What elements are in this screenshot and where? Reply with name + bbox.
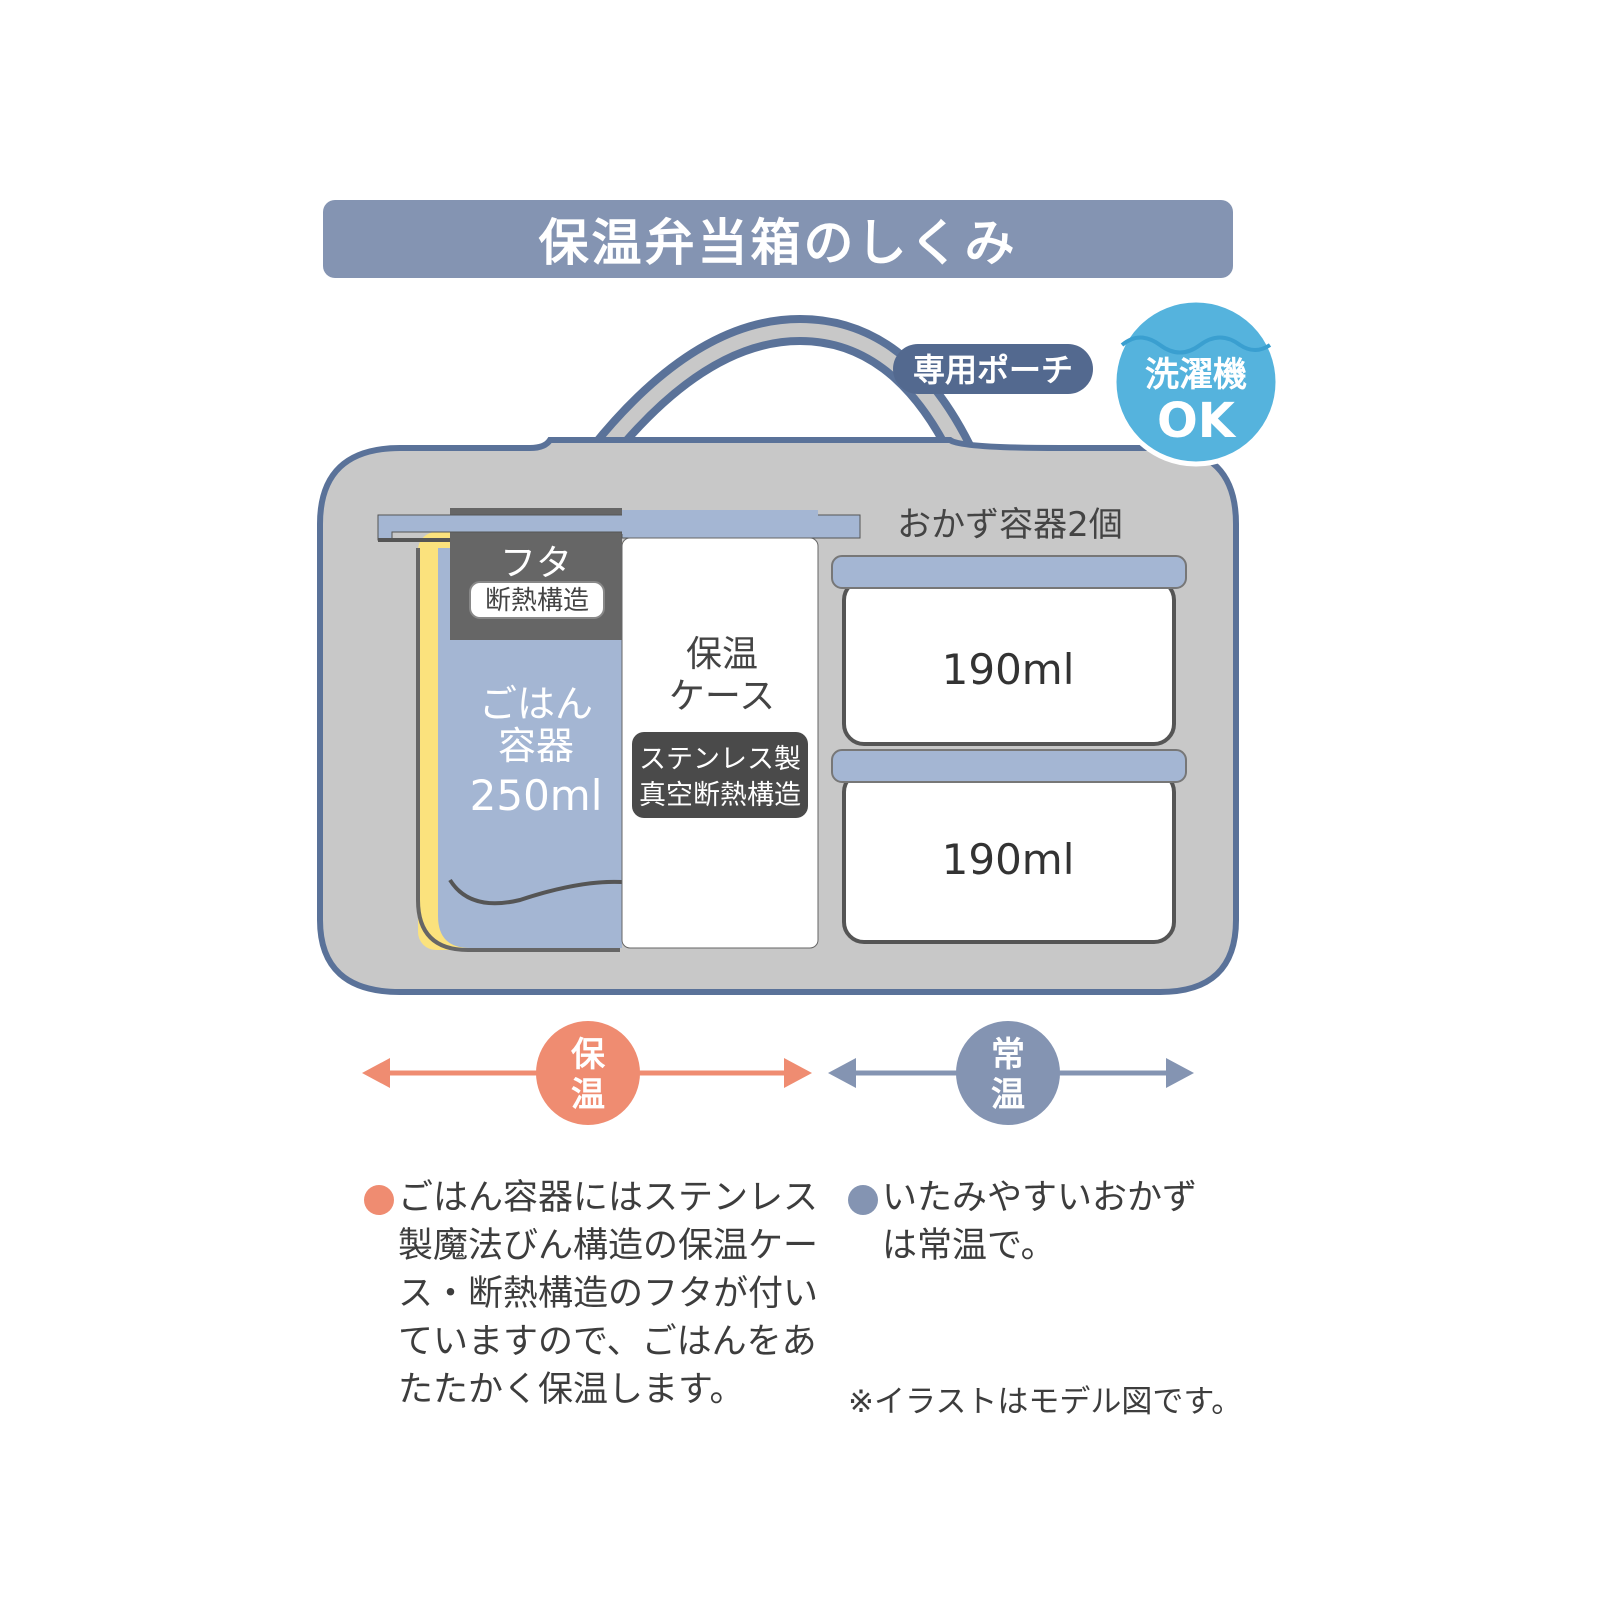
warm-marker-char2: 温 <box>571 1075 605 1115</box>
lid-badge: 断熱構造 <box>485 586 589 616</box>
warm-note-line: たたかく保温します。 <box>398 1370 745 1410</box>
warm-note-line: ていますので、ごはんをあ <box>398 1322 817 1362</box>
insulated-case-lid <box>622 510 818 534</box>
case-line1: 保温 <box>686 634 758 675</box>
pouch-label-tag <box>893 344 1093 394</box>
case-badge-line1: ステンレス製 <box>639 744 801 775</box>
washer-ok-badge: 洗濯機 OK <box>1111 297 1281 467</box>
warm-marker-char1: 保 <box>571 1035 606 1075</box>
warm-note-line: ス・断熱構造のフタが付い <box>398 1274 819 1314</box>
room-marker-char2: 温 <box>991 1075 1025 1115</box>
lid-badge-box <box>469 581 605 619</box>
warm-note-line: 製魔法びん構造の保温ケー <box>398 1226 819 1266</box>
side-dish-containers <box>831 555 1187 944</box>
room-note-line: いたみやすいおかず <box>882 1178 1198 1218</box>
page-title: 保温弁当箱のしくみ <box>538 214 1018 272</box>
rice-container-bottom-line <box>448 878 623 906</box>
rice-container-line2: 容器 <box>498 724 574 768</box>
room-note: いたみやすいおかず は常温で。 <box>848 1174 1268 1270</box>
side-dish-top-capacity: 190ml <box>942 645 1075 694</box>
title-banner: 保温弁当箱のしくみ <box>323 200 1233 278</box>
case-line2: ケース <box>669 676 775 717</box>
warm-marker <box>536 1021 640 1125</box>
warm-note: ごはん容器にはステンレス 製魔法びん構造の保温ケー ス・断熱構造のフタが付い て… <box>364 1174 844 1414</box>
lid-label: フタ <box>500 543 572 584</box>
room-temp-marker <box>956 1021 1060 1125</box>
warm-note-line: ごはん容器にはステンレス <box>398 1178 819 1218</box>
room-note-line: は常温で。 <box>882 1226 1056 1266</box>
pouch-label: 専用ポーチ <box>913 351 1073 389</box>
room-temp-range-arrow: 常 温 <box>828 1021 1194 1125</box>
case-badge-line2: 真空断熱構造 <box>639 780 801 811</box>
rice-container-line1: ごはん <box>479 682 593 726</box>
rice-container-assembly <box>377 508 861 952</box>
case-badge-box <box>632 732 808 818</box>
room-note-bullet-icon <box>848 1185 878 1215</box>
side-dish-bottom-capacity: 190ml <box>942 835 1075 884</box>
rice-container <box>450 640 622 907</box>
washer-badge-line2: OK <box>1157 393 1237 449</box>
rice-container-capacity: 250ml <box>470 771 603 820</box>
side-dish-top-lid <box>831 555 1187 589</box>
warm-note-bullet-icon <box>364 1185 394 1215</box>
warm-range-arrow: 保 温 <box>362 1021 812 1125</box>
side-dish-heading: おかず容器2個 <box>897 505 1123 545</box>
room-marker-char1: 常 <box>991 1035 1025 1075</box>
disclaimer: ※イラストはモデル図です。 <box>848 1384 1243 1420</box>
side-dish-bottom-lid <box>831 749 1187 783</box>
washer-badge-line1: 洗濯機 <box>1145 355 1247 395</box>
